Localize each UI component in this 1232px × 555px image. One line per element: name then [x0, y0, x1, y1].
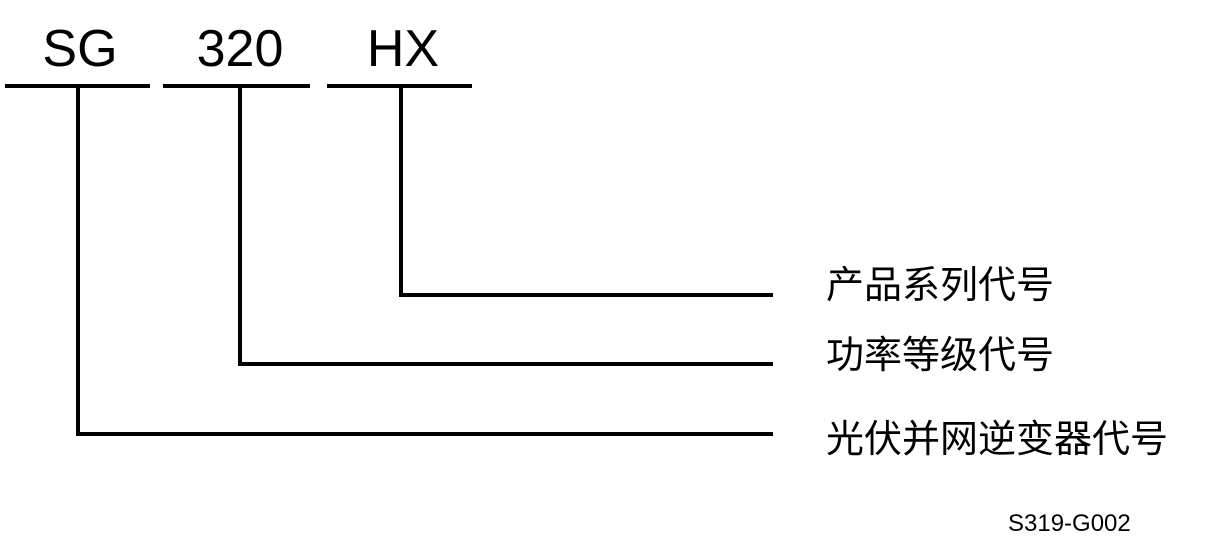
code-sg: SG: [42, 20, 117, 78]
figure-id: S319-G002: [1008, 510, 1131, 537]
code-320: 320: [197, 20, 284, 78]
leader-hx: [399, 86, 773, 297]
desc-power-level: 功率等级代号: [826, 333, 1054, 377]
code-hx: HX: [367, 20, 439, 78]
leader-320: [238, 86, 773, 366]
desc-pv-inverter: 光伏并网逆变器代号: [826, 417, 1168, 461]
desc-product-series: 产品系列代号: [826, 263, 1054, 307]
leader-sg: [76, 86, 773, 436]
